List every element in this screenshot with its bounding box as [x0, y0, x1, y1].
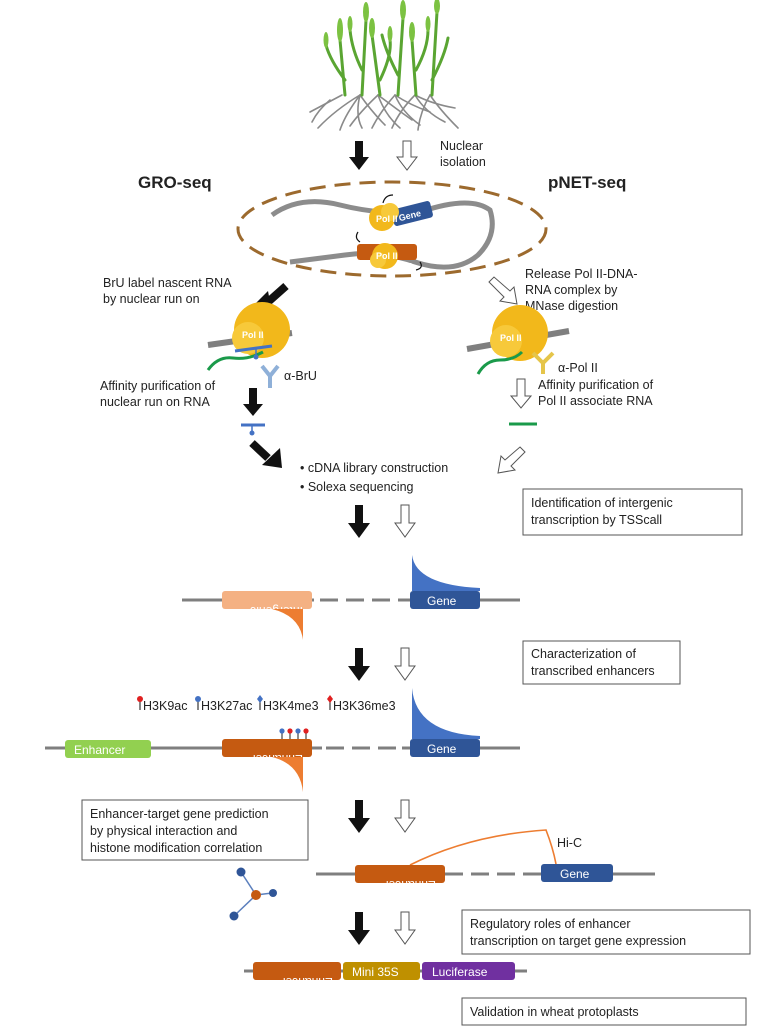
mark-h3k27ac: H3K27ac [201, 699, 252, 713]
prediction-box [81, 799, 309, 861]
identification-box [522, 488, 743, 536]
antibody-pol-ii-label: α-Pol II [558, 361, 598, 375]
pnet-seq-header: pNET-seq [548, 173, 626, 192]
nucleus-enh-label: Enh [395, 261, 412, 271]
arrow-hollow-1 [395, 140, 419, 171]
gro-pol-label: Pol II [242, 330, 264, 340]
arrow-hollow-4 [394, 647, 416, 681]
nucleus-pol-label: Pol II [376, 214, 398, 224]
regulatory-box [461, 909, 751, 955]
bru-label-step: BrU label nascent RNA by nuclear run on [103, 276, 234, 306]
intergenic-track: Intergenic Gene [182, 555, 520, 640]
mini35s-label: Mini 35S [352, 965, 399, 979]
identification-text: Identification of intergenic transcripti… [531, 496, 676, 527]
arrow-hollow-3 [394, 504, 416, 538]
gro-pol-ii-complex: Pol II [206, 302, 293, 371]
gro-seq-header: GRO-seq [138, 173, 212, 192]
pnet-pol-ii-complex: Pol II [466, 305, 570, 375]
prediction-text: Enhancer-target gene prediction by physi… [90, 807, 272, 855]
regulatory-text: Regulatory roles of enhancer transcripti… [470, 917, 686, 948]
histone-marks-legend: H3K9ac H3K27ac H3K4me3 H3K36me3 [137, 695, 396, 713]
validation-text: Validation in wheat protoplasts [470, 1005, 639, 1019]
gene-label-3: Gene [560, 867, 590, 881]
nucleus: Gene Pol II Enh Pol II [236, 180, 548, 278]
construct-enhancer-label: Enhancer [282, 975, 333, 989]
network-icon [229, 867, 277, 921]
nuclear-isolation-label: Nuclear isolation [440, 139, 487, 169]
wheat-plants-illustration [309, 0, 459, 131]
arrow-filled-1 [349, 141, 369, 170]
enhancer-track3-label: Enhancer [385, 878, 436, 892]
hic-label: Hi-C [557, 836, 582, 850]
luciferase-label: Luciferase [432, 965, 488, 979]
mark-h3k4me3: H3K4me3 [263, 699, 319, 713]
arrow-filled-5 [348, 800, 370, 833]
hic-track: Enhancer Gene Hi-C [316, 829, 655, 892]
mark-h3k36me3: H3K36me3 [333, 699, 396, 713]
characterization-box [522, 640, 681, 685]
arrow-hollow-diag-2 [497, 446, 526, 474]
affinity-right-step: Affinity purification of Pol II associat… [538, 378, 657, 408]
arrow-hollow-2 [509, 378, 533, 409]
antibody-bru-icon [260, 364, 280, 388]
validation-box [461, 997, 747, 1026]
enhancer-track: Enhancer Enhancer Gene [45, 688, 520, 792]
affinity-left-step: Affinity purification of nuclear run on … [100, 379, 219, 409]
pnet-pol-label: Pol II [500, 333, 522, 343]
arrow-filled-diag-2 [249, 440, 282, 468]
arrow-hollow-diag-1 [488, 276, 518, 305]
arrow-filled-3 [348, 505, 370, 538]
antibody-pol-ii-icon [531, 351, 555, 374]
purified-bru-rna [241, 423, 265, 436]
arrow-filled-4 [348, 648, 370, 681]
gene-label-2: Gene [427, 742, 457, 756]
library-step: • cDNA library construction • Solexa seq… [300, 461, 452, 494]
pol-ii-enhancer-complex: Enh Pol II [355, 231, 422, 271]
arrow-hollow-5 [394, 799, 416, 833]
characterization-text: Characterization of transcribed enhancer… [531, 647, 655, 678]
arrow-filled-2 [243, 388, 263, 416]
arrow-hollow-6 [394, 911, 416, 945]
antibody-bru-label: α-BrU [284, 369, 317, 383]
enhancer-green-label: Enhancer [74, 743, 125, 757]
release-step: Release Pol II-DNA- RNA complex by MNase… [525, 267, 641, 313]
nucleus-pol2-label: Pol II [376, 251, 398, 261]
arrow-filled-6 [348, 912, 370, 945]
pol-ii-gene-complex: Gene Pol II [369, 194, 433, 231]
reporter-construct: Enhancer Mini 35S Luciferase [244, 962, 527, 989]
gene-label-1: Gene [427, 594, 457, 608]
mark-h3k9ac: H3K9ac [143, 699, 187, 713]
